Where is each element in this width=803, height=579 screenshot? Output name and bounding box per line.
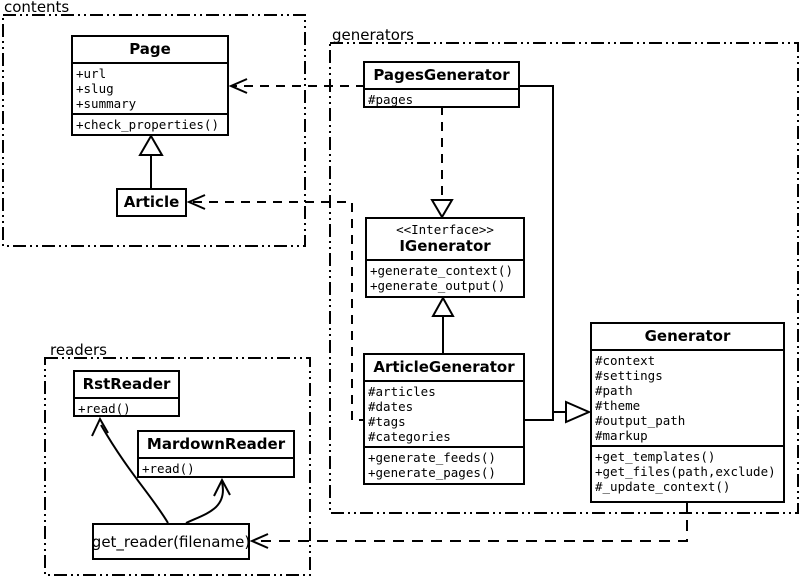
open-arrowhead-article <box>186 194 206 210</box>
attribute: #categories <box>368 429 451 444</box>
interface-stereotype: <<Interface>> <box>396 222 494 237</box>
attribute: #pages <box>368 92 414 107</box>
class-page-title: Page <box>129 40 171 58</box>
attribute: #output_path <box>595 413 686 428</box>
method: +generate_output() <box>370 278 506 293</box>
method: +get_templates() <box>595 449 716 464</box>
attribute: #articles <box>368 384 436 399</box>
class-markdownreader-methods: +read() <box>139 457 293 476</box>
class-page-attributes: +url +slug +summary <box>73 62 227 113</box>
package-label-generators: generators <box>332 26 414 44</box>
method: +get_files(path,exclude) <box>595 464 776 479</box>
class-markdownreader-title: MardownReader <box>146 435 286 453</box>
attribute: #context <box>595 353 656 368</box>
class-articlegenerator-title: ArticleGenerator <box>373 358 515 376</box>
inheritance-triangle-igenerator-bottom <box>431 295 455 317</box>
method: +generate_context() <box>370 263 513 278</box>
class-articlegenerator-attributes: #articles #dates #tags #categories <box>365 380 523 446</box>
inheritance-triangle-generator <box>565 400 592 424</box>
class-articlegenerator: ArticleGenerator #articles #dates #tags … <box>363 353 525 485</box>
method: +read() <box>78 401 131 416</box>
attribute: #tags <box>368 414 406 429</box>
package-border-generators <box>329 42 799 514</box>
class-page: Page +url +slug +summary +check_properti… <box>71 35 229 136</box>
open-arrowhead-rstreader <box>91 416 109 437</box>
method: +check_properties() <box>76 117 219 132</box>
class-article-title: Article <box>123 193 180 211</box>
function-getreader-label: get_reader(filename) <box>91 532 251 551</box>
class-rstreader: RstReader +read() <box>73 370 180 417</box>
edge-pagesgenerator-to-generator <box>518 85 566 413</box>
attribute: #path <box>595 383 633 398</box>
attribute: +url <box>76 66 107 81</box>
package-border-contents <box>2 14 306 247</box>
open-arrowhead-markdownreader <box>213 477 231 497</box>
class-generator: Generator #context #settings #path #them… <box>590 322 785 503</box>
class-pagesgenerator: PagesGenerator #pages <box>363 61 520 108</box>
interface-igenerator-header: <<Interface>> IGenerator <box>367 219 523 259</box>
package-label-contents: contents <box>4 0 70 16</box>
interface-igenerator: <<Interface>> IGenerator +generate_conte… <box>365 217 525 298</box>
function-getreader: get_reader(filename) <box>92 523 250 560</box>
class-article: Article <box>116 188 187 217</box>
package-border-readers <box>44 357 311 576</box>
edge-getreader-to-markdownreader <box>185 481 224 524</box>
class-rstreader-title: RstReader <box>82 375 171 393</box>
method: +generate_feeds() <box>368 450 496 465</box>
method: #_update_context() <box>595 479 731 494</box>
interface-igenerator-methods: +generate_context() +generate_output() <box>367 259 523 296</box>
class-generator-title: Generator <box>644 327 731 345</box>
inheritance-triangle-page <box>138 134 164 156</box>
attribute: #dates <box>368 399 414 414</box>
edge-getreader-to-rstreader <box>100 424 169 524</box>
class-generator-methods: +get_templates() +get_files(path,exclude… <box>592 445 783 501</box>
method: +generate_pages() <box>368 465 496 480</box>
package-label-readers: readers <box>50 341 107 359</box>
class-pagesgenerator-attributes: #pages <box>365 88 518 107</box>
method: +read() <box>142 461 195 476</box>
edge-generator-to-getreader <box>261 501 688 542</box>
open-arrowhead-getreader <box>249 533 269 549</box>
attribute: +summary <box>76 96 137 111</box>
attribute: +slug <box>76 81 114 96</box>
class-markdownreader: MardownReader +read() <box>137 430 295 478</box>
attribute: #settings <box>595 368 663 383</box>
class-pagesgenerator-title: PagesGenerator <box>373 66 510 84</box>
open-arrowhead-page <box>228 78 248 94</box>
class-articlegenerator-methods: +generate_feeds() +generate_pages() <box>365 446 523 483</box>
class-generator-attributes: #context #settings #path #theme #output_… <box>592 349 783 445</box>
edge-articlegenerator-to-article <box>191 201 368 421</box>
class-page-methods: +check_properties() <box>73 113 227 134</box>
realization-triangle-igenerator-top <box>430 199 454 219</box>
edge-articlegenerator-to-generator <box>523 412 554 421</box>
attribute: #markup <box>595 428 648 443</box>
attribute: #theme <box>595 398 641 413</box>
class-rstreader-methods: +read() <box>75 397 178 416</box>
interface-igenerator-title: IGenerator <box>399 237 491 255</box>
